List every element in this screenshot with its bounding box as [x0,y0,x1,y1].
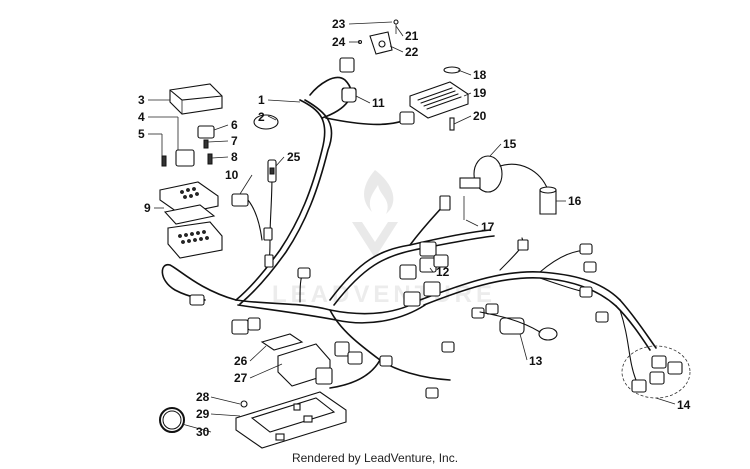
callout-27: 27 [234,371,248,385]
callout-5: 5 [138,127,145,141]
callout-21: 21 [405,29,419,43]
callout-15: 15 [503,137,517,151]
callout-8: 8 [231,150,238,164]
clamp-ring [159,407,185,433]
callout-3: 3 [138,93,145,107]
leader-lines [148,21,676,433]
ecu-module [260,333,333,387]
connector-group-12 [399,241,449,307]
callout-28: 28 [196,390,210,404]
callout-7: 7 [231,134,238,148]
callout-26: 26 [234,354,248,368]
voltage-regulator [409,66,469,131]
mounting-tray [235,391,347,449]
callout-11: 11 [372,96,385,110]
sensor-25 [267,159,277,183]
harness-connectors [189,57,609,399]
callout-29: 29 [196,407,210,421]
headlight-connectors-14 [619,309,691,399]
callout-9: 9 [144,201,151,215]
callout-labels: 1 2 3 4 5 6 7 8 9 10 11 12 13 14 15 16 1… [138,17,691,439]
callout-13: 13 [529,354,543,368]
callout-23: 23 [332,17,346,31]
switch-13 [471,303,558,341]
render-credit-caption: Rendered by LeadVenture, Inc. [291,451,459,465]
callout-17: 17 [481,220,495,234]
watermark-text: LEADVENTURE [272,281,496,308]
callout-19: 19 [473,86,487,100]
callout-25: 25 [287,150,301,164]
callout-2: 2 [258,110,265,124]
callout-14: 14 [677,398,691,412]
callout-22: 22 [405,45,419,59]
callout-10: 10 [225,168,239,182]
callout-1: 1 [258,93,265,107]
callout-20: 20 [473,109,487,123]
watermark-logo: LEADVENTURE [272,170,496,308]
callout-24: 24 [332,35,346,49]
callout-4: 4 [138,110,145,124]
connector-11 [341,87,357,103]
callout-16: 16 [568,194,582,208]
callout-18: 18 [473,68,487,82]
fuse-box-cover [169,83,223,115]
callout-12: 12 [436,265,450,279]
relays-and-fuses [161,125,215,167]
fuse-block [159,181,223,259]
connector-10 [231,193,249,207]
bracket-21-24 [357,19,399,55]
ignition-coil [459,155,557,220]
callout-6: 6 [231,118,238,132]
callout-30: 30 [196,425,210,439]
